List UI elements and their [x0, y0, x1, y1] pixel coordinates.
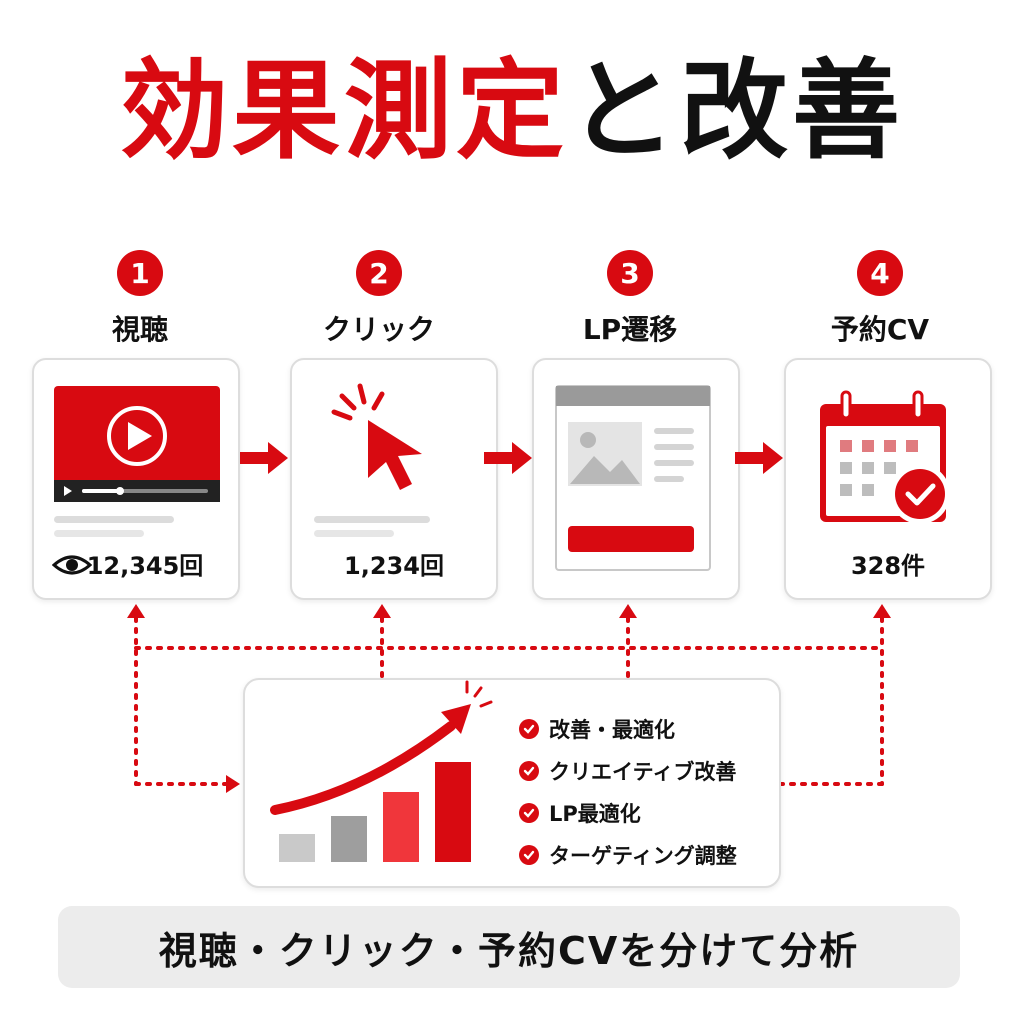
step-1-number: 1: [117, 250, 163, 296]
video-player-icon: [54, 386, 220, 537]
list-item: ターゲティング調整: [519, 834, 737, 876]
step-2-count: 1,234回: [344, 552, 444, 580]
improvement-card: 改善・最適化 クリエイティブ改善 LP最適化 ターゲティング調整: [243, 678, 781, 888]
title-red: 効果測定: [119, 49, 568, 174]
list-item-label: 改善・最適化: [549, 718, 675, 742]
check-icon: [519, 719, 539, 739]
step-2-number: 2: [356, 250, 402, 296]
arrow-right-icon: [484, 442, 532, 474]
step-4-number: 4: [857, 250, 903, 296]
growth-bar-chart-icon: [270, 680, 493, 862]
step-1-card: 12,345回: [32, 358, 240, 600]
step-3-number: 3: [607, 250, 653, 296]
footer-banner: 視聴・クリック・予約CVを分けて分析: [58, 906, 960, 988]
list-item-label: ターゲティング調整: [549, 844, 737, 868]
step-4-label: 予約CV: [830, 313, 930, 346]
step-3-label: LP遷移: [582, 313, 678, 346]
list-item-label: クリエイティブ改善: [549, 760, 737, 784]
eye-icon: [52, 555, 92, 575]
arrow-right-icon: [735, 442, 783, 474]
list-item: LP最適化: [519, 792, 737, 834]
step-2-label: クリック: [322, 313, 435, 346]
list-item-label: LP最適化: [549, 802, 641, 826]
check-icon: [519, 803, 539, 823]
page-title: 効果測定と改善: [0, 58, 1024, 166]
list-item: クリエイティブ改善: [519, 750, 737, 792]
cursor-click-icon: [314, 383, 430, 537]
step-2-card: 1,234回: [290, 358, 498, 600]
check-icon: [519, 845, 539, 865]
step-4-count: 328件: [850, 552, 926, 580]
list-item: 改善・最適化: [519, 708, 737, 750]
calendar-check-icon: [820, 390, 950, 524]
step-1-label: 視聴: [111, 313, 168, 346]
step-4-card: 328件: [784, 358, 992, 600]
check-icon: [519, 761, 539, 781]
step-3-card: [532, 358, 740, 600]
step-1-count: 12,345回: [86, 552, 204, 580]
arrow-right-icon: [240, 442, 288, 474]
improvement-list: 改善・最適化 クリエイティブ改善 LP最適化 ターゲティング調整: [519, 708, 737, 876]
landing-page-icon: [555, 385, 711, 571]
title-black: と改善: [568, 49, 905, 174]
